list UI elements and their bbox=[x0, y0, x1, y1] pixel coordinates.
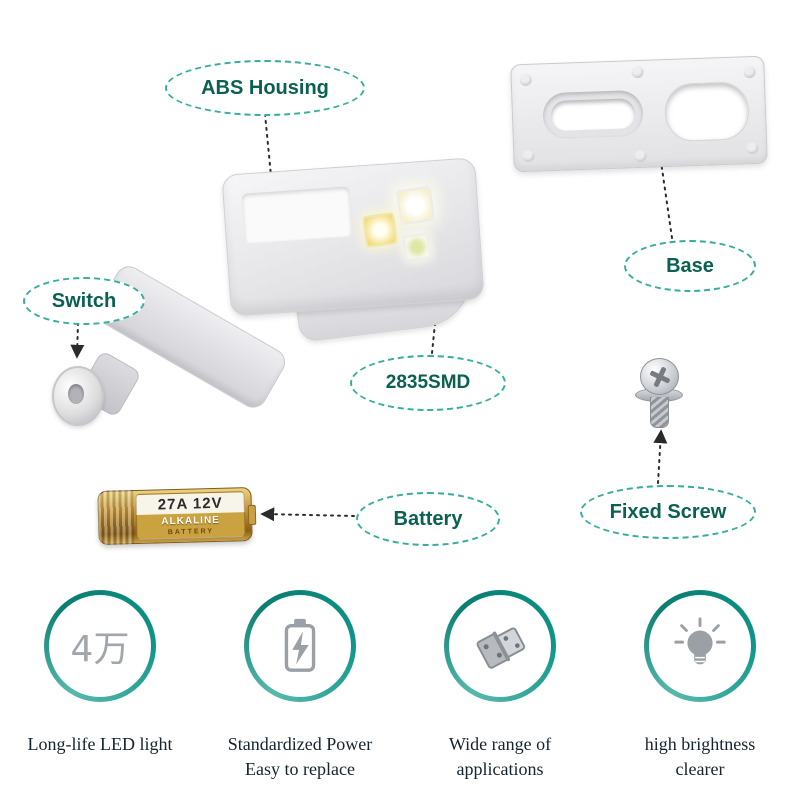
feature-brightness: high brightness clearer bbox=[600, 590, 800, 782]
lifespan-icon: 4万 bbox=[70, 629, 130, 670]
feature-longlife-label: Long-life LED light bbox=[27, 734, 173, 754]
callout-fixed-screw: Fixed Screw bbox=[580, 485, 756, 539]
led-chip-white bbox=[395, 185, 436, 226]
feature-power-label: Standardized Power Easy to replace bbox=[227, 734, 373, 780]
battery-model-text: 27A 12V bbox=[157, 494, 223, 514]
feature-ring bbox=[644, 590, 756, 702]
callout-switch: Switch bbox=[23, 277, 145, 325]
callout-switch-label: Switch bbox=[51, 289, 117, 312]
bulb-icon bbox=[674, 617, 726, 665]
plate-bump bbox=[634, 149, 647, 163]
callout-base-label: Base bbox=[666, 254, 714, 277]
battery-terminal-nub bbox=[247, 504, 257, 526]
feature-applications: Wide range of applications bbox=[400, 590, 600, 782]
callout-abs-housing-label: ABS Housing bbox=[201, 76, 329, 99]
base-plate bbox=[510, 55, 768, 173]
battery-27a: 27A 12V ALKALINE BATTERY bbox=[97, 486, 257, 546]
plate-bump bbox=[746, 141, 759, 155]
leader-switch bbox=[70, 322, 85, 359]
battery-word-text: BATTERY bbox=[167, 527, 215, 537]
callout-2835smd-label: 2835SMD bbox=[385, 372, 471, 393]
led-chip-small bbox=[402, 232, 432, 262]
callout-fixed-screw-label: Fixed Screw bbox=[609, 500, 727, 523]
callout-battery: Battery bbox=[356, 492, 500, 546]
screw-shaft bbox=[650, 397, 669, 428]
feature-ring bbox=[244, 590, 356, 702]
plate-slot-hole bbox=[542, 89, 644, 140]
hinge-icon bbox=[476, 627, 526, 669]
feature-longlife: 4万 Long-life LED light bbox=[0, 590, 200, 757]
callout-2835smd: 2835SMD bbox=[350, 355, 506, 411]
plate-bump bbox=[519, 73, 532, 87]
screw-head-phillips bbox=[640, 358, 679, 395]
feature-applications-label: Wide range of applications bbox=[448, 734, 552, 780]
leader-battery bbox=[260, 507, 355, 522]
plate-bump bbox=[631, 65, 644, 79]
battery-sticker: 27A 12V ALKALINE BATTERY bbox=[135, 491, 246, 541]
callout-base: Base bbox=[624, 240, 756, 292]
switch-plunger-cap bbox=[52, 366, 104, 426]
leader-fixed-screw bbox=[653, 429, 668, 484]
callout-abs-housing: ABS Housing bbox=[165, 60, 365, 116]
battery-cap bbox=[97, 490, 135, 546]
led-chip-yellow bbox=[361, 211, 399, 249]
battery-power-icon bbox=[284, 618, 316, 672]
feature-ring bbox=[444, 590, 556, 702]
plate-round-hole bbox=[663, 81, 750, 143]
feature-ring: 4万 bbox=[44, 590, 156, 702]
feature-brightness-label: high brightness clearer bbox=[644, 734, 756, 780]
feature-power: Standardized Power Easy to replace bbox=[200, 590, 400, 782]
housing-label-recess bbox=[241, 186, 353, 244]
callout-battery-label: Battery bbox=[393, 507, 463, 530]
plate-bump bbox=[522, 149, 535, 163]
plate-bump bbox=[743, 65, 756, 79]
